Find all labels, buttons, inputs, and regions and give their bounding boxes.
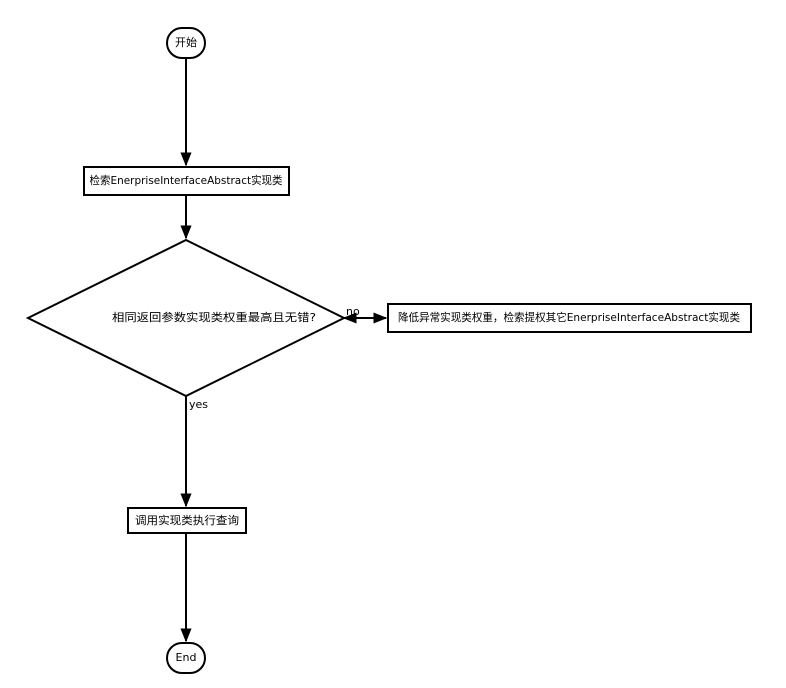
edges	[180, 58, 388, 643]
start-shape	[166, 27, 206, 59]
node-decision: 相同返回参数实现类权重最高且无错?	[25, 238, 347, 398]
lower-weight-shape	[387, 303, 752, 333]
node-lower-weight: 降低异常实现类权重，检索提权其它EnerpriseInterfaceAbstra…	[387, 303, 752, 333]
node-end: End	[166, 642, 206, 674]
edge-label-no: no	[346, 305, 360, 318]
node-invoke: 调用实现类执行查询	[127, 507, 247, 534]
invoke-shape	[127, 507, 247, 534]
search-shape	[83, 166, 290, 196]
start-label: 开始	[175, 35, 197, 49]
end-label: End	[176, 651, 197, 664]
decision-label: 相同返回参数实现类权重最高且无错?	[112, 310, 316, 324]
edge-label-yes: yes	[189, 398, 208, 411]
node-search: 检索EnerpriseInterfaceAbstract实现类	[83, 166, 290, 196]
search-label: 检索EnerpriseInterfaceAbstract实现类	[90, 173, 283, 187]
end-shape	[166, 642, 206, 674]
lower-weight-label: 降低异常实现类权重，检索提权其它EnerpriseInterfaceAbstra…	[398, 310, 740, 324]
invoke-label: 调用实现类执行查询	[135, 513, 239, 527]
decision-shape	[25, 238, 347, 398]
node-start: 开始	[166, 27, 206, 59]
